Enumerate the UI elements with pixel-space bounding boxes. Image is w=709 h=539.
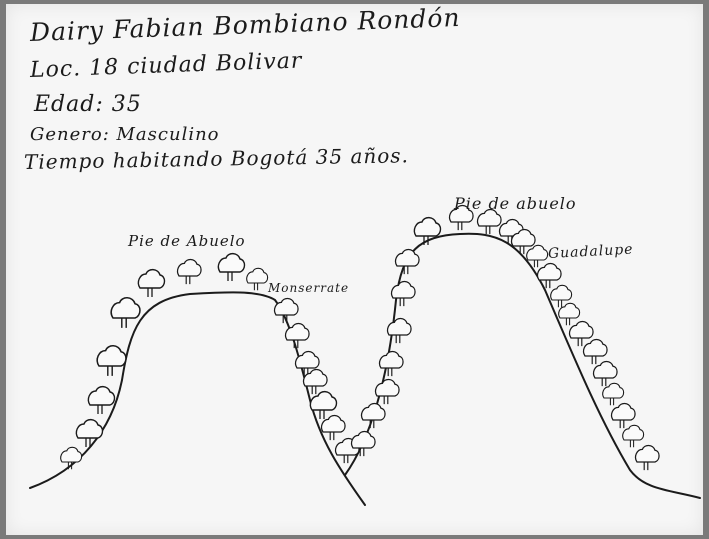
shrub-icon <box>96 345 127 376</box>
shrub-icon <box>60 446 83 470</box>
shrub-icon <box>350 430 376 457</box>
tree-group <box>60 204 660 471</box>
shrub-icon <box>413 216 442 245</box>
shrub-icon <box>302 368 328 395</box>
shrub-icon <box>87 385 116 414</box>
shrub-icon <box>294 350 320 377</box>
shrub-icon <box>550 284 573 308</box>
shrub-icon <box>622 424 645 448</box>
shrub-icon <box>217 252 246 281</box>
shrub-icon <box>386 317 412 344</box>
shrub-icon <box>390 280 416 307</box>
shrub-icon <box>75 418 104 447</box>
shrub-icon <box>176 258 202 285</box>
shrub-icon <box>498 218 524 245</box>
shrub-icon <box>592 360 618 387</box>
right-mountain-outline <box>344 232 701 499</box>
right-peak-label: Pie de abuelo <box>454 194 577 213</box>
shrub-icon <box>246 267 269 291</box>
shrub-icon <box>610 402 636 429</box>
shrub-icon <box>568 320 594 347</box>
shrub-icon <box>394 248 420 275</box>
shrub-icon <box>476 208 502 235</box>
shrub-icon <box>510 228 536 255</box>
shrub-icon <box>378 350 404 377</box>
shrub-icon <box>558 302 581 326</box>
shrub-icon <box>320 414 346 441</box>
shrub-icon <box>374 378 400 405</box>
gender-line: Genero: Masculino <box>30 124 220 145</box>
shrub-icon <box>582 338 608 365</box>
left-side-label: Monserrate <box>268 281 350 295</box>
shrub-icon <box>634 444 660 471</box>
left-peak-label: Pie de Abuelo <box>128 232 246 250</box>
shrub-icon <box>110 297 141 328</box>
shrub-icon <box>309 390 338 419</box>
shrub-icon <box>536 262 562 289</box>
age-line: Edad: 35 <box>34 92 142 117</box>
shrub-icon <box>273 297 299 324</box>
shrub-icon <box>284 322 310 349</box>
shrub-icon <box>360 402 386 429</box>
shrub-icon <box>526 244 549 268</box>
shrub-icon <box>137 268 166 297</box>
shrub-icon <box>448 204 474 231</box>
shrub-icon <box>602 382 625 406</box>
